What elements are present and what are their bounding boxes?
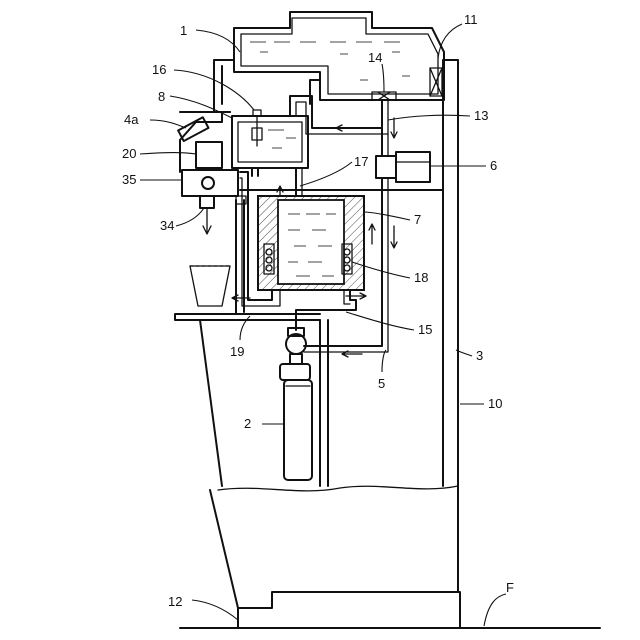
solenoid-20 [196, 142, 222, 168]
label-20: 20 [122, 146, 136, 161]
pump-6 [376, 152, 430, 182]
leader-lines [140, 24, 506, 626]
label-34: 34 [160, 218, 174, 233]
label-19: 19 [230, 344, 244, 359]
label-5: 5 [378, 376, 385, 391]
water-tank-1 [234, 12, 444, 100]
label-4a: 4a [124, 112, 139, 127]
label-10: 10 [488, 396, 502, 411]
label-11: 11 [464, 12, 478, 27]
heater-11 [430, 68, 442, 96]
carbonation-tank-7 [258, 196, 364, 290]
label-2: 2 [244, 416, 251, 431]
label-F: F [506, 580, 514, 595]
label-13: 13 [474, 108, 488, 123]
lever-4a [178, 117, 208, 141]
label-12: 12 [168, 594, 182, 609]
label-6: 6 [490, 158, 497, 173]
nozzle-34 [200, 196, 214, 208]
sub-tank-8 [232, 110, 308, 168]
label-17: 17 [354, 154, 368, 169]
co2-cylinder-2 [280, 328, 312, 480]
label-1: 1 [180, 23, 187, 38]
cup [190, 266, 230, 306]
base-12 [238, 592, 460, 628]
label-35: 35 [122, 172, 136, 187]
label-3: 3 [476, 348, 483, 363]
label-15: 15 [418, 322, 432, 337]
label-8: 8 [158, 89, 165, 104]
label-18: 18 [414, 270, 428, 285]
label-7: 7 [414, 212, 421, 227]
label-14: 14 [368, 50, 382, 65]
upper-left-frame [214, 60, 234, 112]
label-16: 16 [152, 62, 166, 77]
valve-body-35 [182, 170, 238, 196]
front-panel-line [200, 320, 222, 486]
